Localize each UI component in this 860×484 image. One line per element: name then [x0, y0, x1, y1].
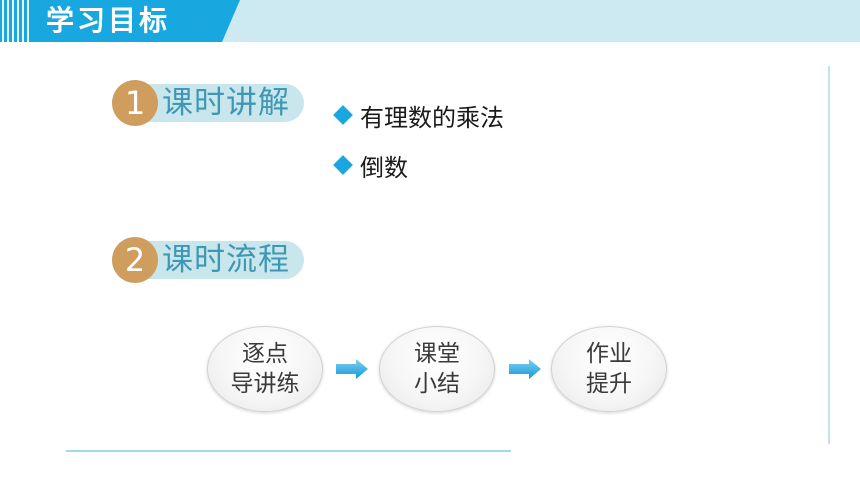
page-title: 学习目标	[46, 4, 171, 37]
flow-step-line: 小结	[414, 371, 460, 397]
section-label-background	[132, 84, 304, 122]
flow-step-line: 逐点	[242, 341, 288, 367]
bullet-item: 有理数的乘法	[332, 98, 504, 132]
bottom-divider	[66, 450, 511, 452]
section-number-badge: 1	[112, 80, 158, 126]
flow-step-3: 作业 提升	[551, 326, 667, 412]
stripes-decoration	[2, 0, 32, 42]
title-tab	[0, 0, 240, 42]
bullet-text: 有理数的乘法	[360, 103, 504, 132]
flow-step-line: 提升	[586, 371, 632, 397]
arrow-right-icon	[336, 359, 368, 379]
arrow-right-icon	[509, 359, 541, 379]
right-divider	[828, 66, 830, 444]
section-number-badge: 2	[112, 237, 158, 283]
diamond-icon	[333, 105, 353, 125]
section-title: 课时流程	[162, 242, 290, 278]
flow-step-2: 课堂 小结	[379, 326, 495, 412]
section-title: 课时讲解	[162, 85, 290, 121]
bullet-text: 倒数	[360, 153, 408, 182]
flow-step-1: 逐点 导讲练	[207, 326, 323, 412]
flow-step-line: 导讲练	[230, 371, 300, 397]
diamond-icon	[333, 155, 353, 175]
flow-step-line: 作业	[586, 341, 632, 367]
flow-step-line: 课堂	[414, 341, 460, 367]
bullet-item: 倒数	[332, 148, 408, 182]
section-label-background	[132, 241, 304, 279]
